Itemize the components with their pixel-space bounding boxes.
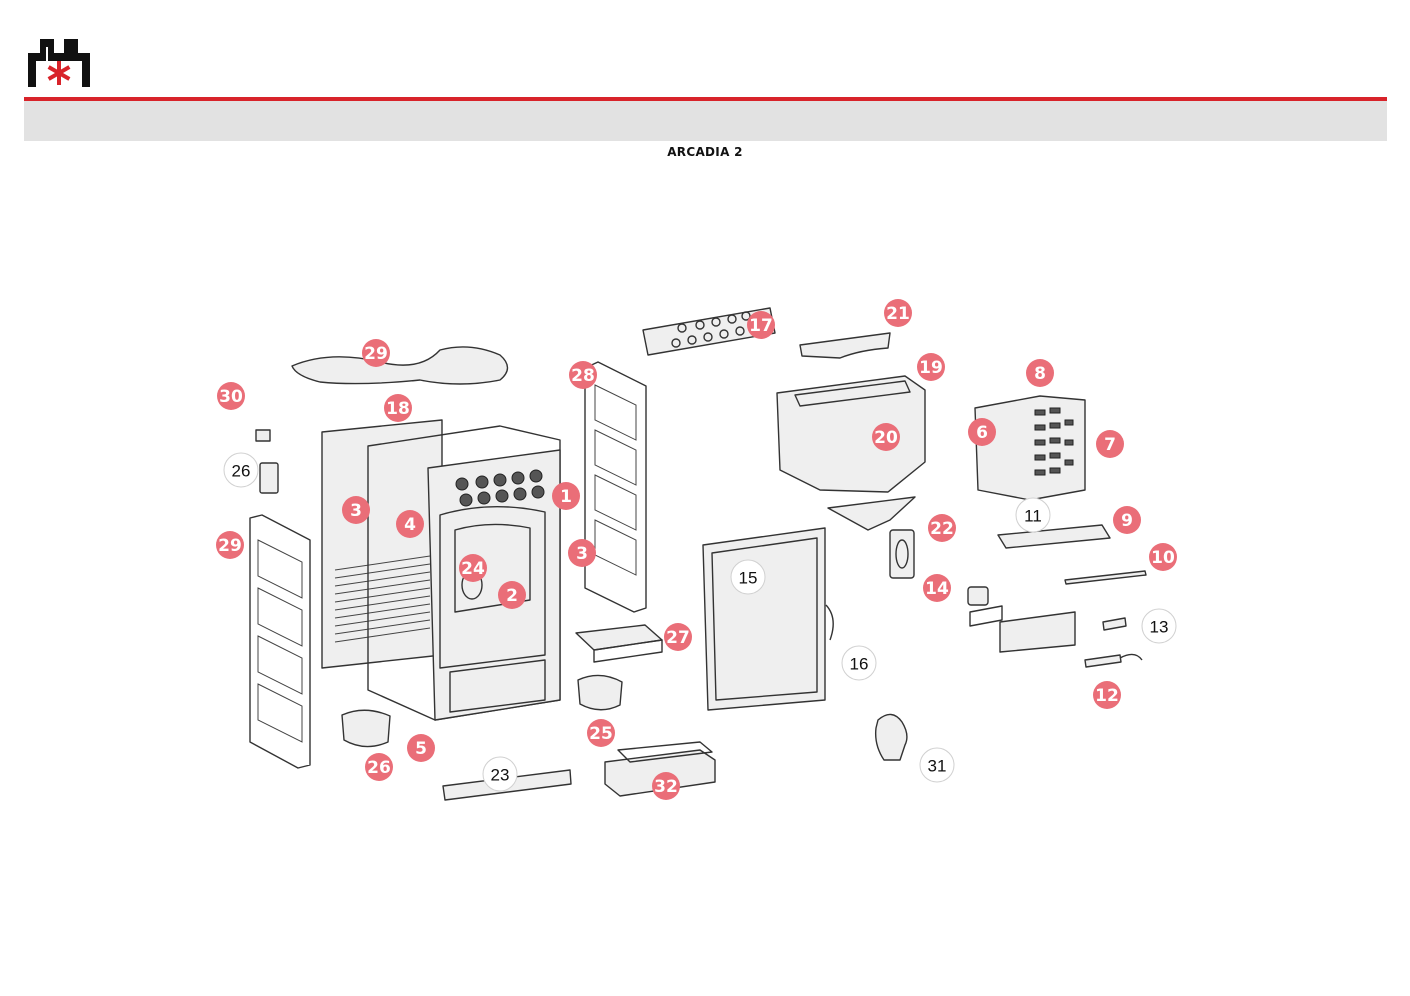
part-label-3: 3 <box>568 539 596 567</box>
part-glove <box>874 713 908 761</box>
part-label-20: 20 <box>872 423 900 451</box>
part-label-14: 14 <box>923 574 951 602</box>
part-label-number: 13 <box>1150 618 1169 637</box>
part-label-number: 10 <box>1151 548 1175 568</box>
part-label-number: 18 <box>386 399 410 419</box>
part-label-number: 24 <box>461 559 485 579</box>
part-side-grate-right <box>584 361 647 613</box>
part-label-22: 22 <box>928 514 956 542</box>
part-door-window <box>439 505 546 669</box>
part-label-32: 32 <box>652 772 680 800</box>
part-firebox-liner <box>974 395 1086 501</box>
part-label-21: 21 <box>884 299 912 327</box>
part-label-17: 17 <box>747 311 775 339</box>
part-label-1: 1 <box>552 482 580 510</box>
part-label-number: 7 <box>1104 435 1116 455</box>
part-label-number: 3 <box>576 544 588 564</box>
part-label-number: 32 <box>654 777 678 797</box>
part-label-19: 19 <box>917 353 945 381</box>
part-label-number: 4 <box>404 515 416 535</box>
part-label-2: 2 <box>498 581 526 609</box>
part-label-26: 26 <box>365 753 393 781</box>
part-label-9: 9 <box>1113 506 1141 534</box>
part-label-5: 5 <box>407 734 435 762</box>
part-label-number: 2 <box>506 586 518 606</box>
part-label-number: 1 <box>560 487 572 507</box>
part-label-31: 31 <box>919 747 955 783</box>
part-label-28: 28 <box>569 361 597 389</box>
part-label-4: 4 <box>396 510 424 538</box>
part-lower-opening <box>449 659 546 713</box>
part-top-grille <box>642 307 776 356</box>
part-label-6: 6 <box>968 418 996 446</box>
header-red-rule <box>24 97 1387 101</box>
part-back-panel <box>321 419 443 669</box>
part-small-block <box>255 429 271 442</box>
part-rod <box>1064 570 1147 585</box>
part-label-26: 26 <box>223 452 259 488</box>
part-label-number: 19 <box>919 358 943 378</box>
header-grey-band <box>24 101 1387 141</box>
brand-logo-icon <box>28 39 90 87</box>
part-label-12: 12 <box>1093 681 1121 709</box>
part-label-number: 8 <box>1034 364 1046 384</box>
part-label-number: 16 <box>850 655 869 674</box>
part-label-number: 21 <box>886 304 910 324</box>
part-label-25: 25 <box>587 719 615 747</box>
part-label-10: 10 <box>1149 543 1177 571</box>
model-title: ARCADIA 2 <box>667 145 743 159</box>
part-label-number: 30 <box>219 387 243 407</box>
part-label-number: 31 <box>928 757 947 776</box>
part-label-number: 6 <box>976 423 988 443</box>
part-label-number: 25 <box>589 724 613 744</box>
part-label-7: 7 <box>1096 430 1124 458</box>
part-label-number: 14 <box>925 579 949 599</box>
part-label-number: 26 <box>232 462 251 481</box>
part-label-number: 27 <box>666 628 690 648</box>
part-label-24: 24 <box>459 554 487 582</box>
part-top-plate <box>291 346 509 385</box>
part-label-number: 3 <box>350 501 362 521</box>
part-label-number: 28 <box>571 366 595 386</box>
part-label-18: 18 <box>384 394 412 422</box>
part-label-16: 16 <box>841 645 877 681</box>
part-label-11: 11 <box>1015 497 1051 533</box>
part-label-number: 5 <box>415 739 427 759</box>
part-sensor-housing <box>259 462 279 494</box>
part-igniter <box>1084 654 1122 668</box>
part-funnel <box>827 496 916 531</box>
part-label-number: 26 <box>367 758 391 778</box>
part-label-number: 29 <box>218 536 242 556</box>
part-label-23: 23 <box>482 756 518 792</box>
part-label-29: 29 <box>216 531 244 559</box>
part-label-number: 12 <box>1095 686 1119 706</box>
part-foot-right <box>577 674 623 711</box>
part-label-15: 15 <box>730 559 766 595</box>
part-label-number: 15 <box>739 569 758 588</box>
part-deflector <box>799 332 891 359</box>
part-label-13: 13 <box>1141 608 1177 644</box>
part-label-3: 3 <box>342 496 370 524</box>
part-label-number: 23 <box>491 766 510 785</box>
part-burner-pot <box>999 611 1076 653</box>
part-door-handle <box>825 604 834 641</box>
part-label-number: 20 <box>874 428 898 448</box>
part-foot-left <box>341 709 391 748</box>
part-label-number: 22 <box>930 519 954 539</box>
part-label-27: 27 <box>664 623 692 651</box>
part-door <box>702 527 826 711</box>
part-label-8: 8 <box>1026 359 1054 387</box>
part-label-29: 29 <box>362 339 390 367</box>
part-label-number: 9 <box>1121 511 1133 531</box>
part-burn-tray <box>997 524 1111 549</box>
part-label-number: 17 <box>749 316 773 336</box>
part-feed-tube <box>889 529 915 579</box>
part-side-grate-left <box>249 514 311 769</box>
part-pellet-hopper <box>776 375 926 493</box>
part-label-number: 11 <box>1024 507 1042 526</box>
part-label-number: 29 <box>364 344 388 364</box>
part-pin <box>1102 617 1127 631</box>
part-label-30: 30 <box>217 382 245 410</box>
